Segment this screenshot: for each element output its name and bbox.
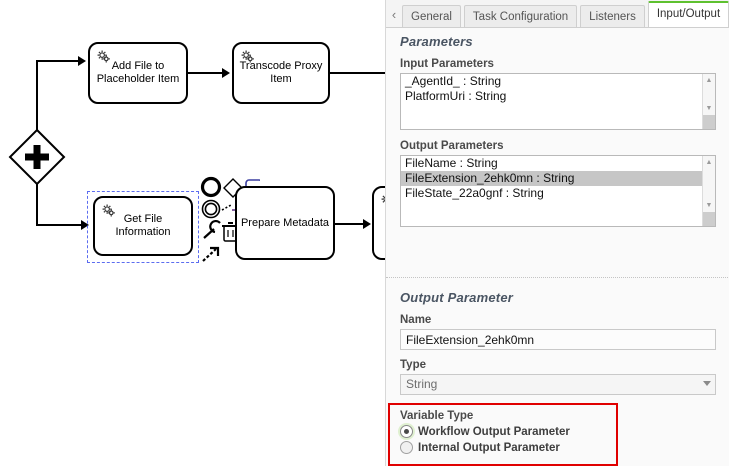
- scroll-up-icon[interactable]: ▲: [705, 77, 713, 84]
- output-parameter-section-title: Output Parameter: [400, 290, 514, 305]
- change-type-wrench-icon: [203, 220, 221, 239]
- flow-1-2: [188, 72, 228, 74]
- output-parameters-scrollbar[interactable]: ▲ ▼: [702, 156, 715, 226]
- properties-panel: ‹ General Task Configuration Listeners I…: [385, 0, 729, 466]
- scroll-up-icon[interactable]: ▲: [705, 159, 713, 166]
- radio-button-icon[interactable]: [400, 441, 413, 454]
- flow-4-5: [335, 223, 369, 225]
- append-intermediate-event-icon: [201, 199, 221, 219]
- variable-type-group: Variable Type Workflow Output Parameter …: [386, 410, 729, 454]
- radio-internal-output-parameter[interactable]: Internal Output Parameter: [400, 441, 716, 454]
- tab-input-output[interactable]: Input/Output: [647, 1, 729, 27]
- variable-type-label: Variable Type: [400, 410, 474, 422]
- service-task-gear-icon: [241, 50, 254, 63]
- name-label: Name: [400, 314, 432, 326]
- section-divider: [386, 277, 729, 278]
- list-item[interactable]: FileState_22a0gnf : String: [405, 186, 544, 200]
- append-end-event-icon: [200, 176, 222, 198]
- parameters-section-title: Parameters: [400, 34, 473, 49]
- bpmn-task-label: Transcode Proxy Item: [239, 60, 323, 85]
- service-task-gear-icon: [102, 204, 115, 217]
- properties-tab-bar[interactable]: ‹ General Task Configuration Listeners I…: [386, 0, 729, 28]
- list-item[interactable]: _AgentId_ : String: [405, 74, 502, 88]
- scroll-down-icon[interactable]: ▼: [705, 202, 713, 209]
- bpmn-task-label: Add File to Placeholder Item: [96, 60, 180, 85]
- tab-listeners[interactable]: Listeners: [580, 5, 645, 27]
- radio-button-selected-icon[interactable]: [400, 425, 413, 438]
- bpmn-task-label: Get File Information: [115, 213, 171, 238]
- output-parameters-listbox[interactable]: FileName : String FileExtension_2ehk0mn …: [400, 155, 716, 227]
- type-label: Type: [400, 359, 426, 371]
- list-item[interactable]: FileName : String: [405, 156, 498, 170]
- flow-spine-vertical: [36, 60, 38, 155]
- input-parameters-label: Input Parameters: [400, 58, 494, 70]
- name-input[interactable]: [400, 329, 716, 350]
- output-parameter-section: Output Parameter Name Type String: [386, 290, 729, 395]
- bpmn-task-transcode-proxy-item[interactable]: Transcode Proxy Item: [232, 42, 330, 104]
- type-select-wrapper[interactable]: String: [400, 374, 716, 395]
- flow-1-2-arrow: [222, 68, 230, 78]
- tab-general[interactable]: General: [402, 5, 461, 27]
- scroll-down-icon[interactable]: ▼: [705, 105, 713, 112]
- bpmn-task-next-clipped[interactable]: [372, 186, 385, 260]
- flow-bottom-horizontal: [36, 224, 87, 226]
- radio-label: Internal Output Parameter: [418, 441, 560, 454]
- flow-top-horizontal: [36, 60, 84, 62]
- bpmn-task-label: Prepare Metadata: [240, 216, 330, 229]
- parallel-gateway[interactable]: [8, 128, 66, 186]
- bpmn-task-get-file-information[interactable]: Get File Information: [93, 196, 193, 256]
- chevron-down-icon[interactable]: [703, 381, 711, 386]
- bpmn-canvas[interactable]: Add File to Placeholder Item Transcode P…: [0, 0, 385, 466]
- flow-4-5-arrow: [363, 219, 371, 229]
- bpmn-task-prepare-metadata[interactable]: Prepare Metadata: [235, 186, 335, 260]
- tab-scroll-left-icon[interactable]: ‹: [391, 6, 397, 22]
- tab-task-configuration[interactable]: Task Configuration: [463, 5, 578, 27]
- output-parameters-label: Output Parameters: [400, 140, 504, 152]
- type-select[interactable]: String: [400, 374, 716, 395]
- parameters-section: Parameters Input Parameters _AgentId_ : …: [386, 34, 729, 227]
- bpmn-task-add-file-to-placeholder-item[interactable]: Add File to Placeholder Item: [88, 42, 188, 104]
- flow-spine-vertical-2: [36, 180, 38, 225]
- connect-arrow-icon: [202, 246, 220, 262]
- flow-bottom-arrow: [81, 220, 89, 230]
- radio-label: Workflow Output Parameter: [418, 425, 570, 438]
- list-item[interactable]: PlatformUri : String: [405, 89, 507, 103]
- flow-top-arrow: [78, 56, 86, 66]
- radio-workflow-output-parameter[interactable]: Workflow Output Parameter: [400, 425, 716, 438]
- flow-2-out: [330, 72, 385, 74]
- scrollbar-thumb[interactable]: [703, 212, 715, 226]
- input-parameters-scrollbar[interactable]: ▲ ▼: [702, 74, 715, 129]
- service-task-gear-icon: [381, 195, 385, 203]
- service-task-gear-icon: [97, 50, 110, 63]
- context-pad[interactable]: [200, 176, 260, 266]
- scrollbar-thumb[interactable]: [703, 115, 715, 129]
- input-parameters-listbox[interactable]: _AgentId_ : String PlatformUri : String …: [400, 73, 716, 130]
- list-item-selected[interactable]: FileExtension_2ehk0mn : String: [401, 171, 715, 186]
